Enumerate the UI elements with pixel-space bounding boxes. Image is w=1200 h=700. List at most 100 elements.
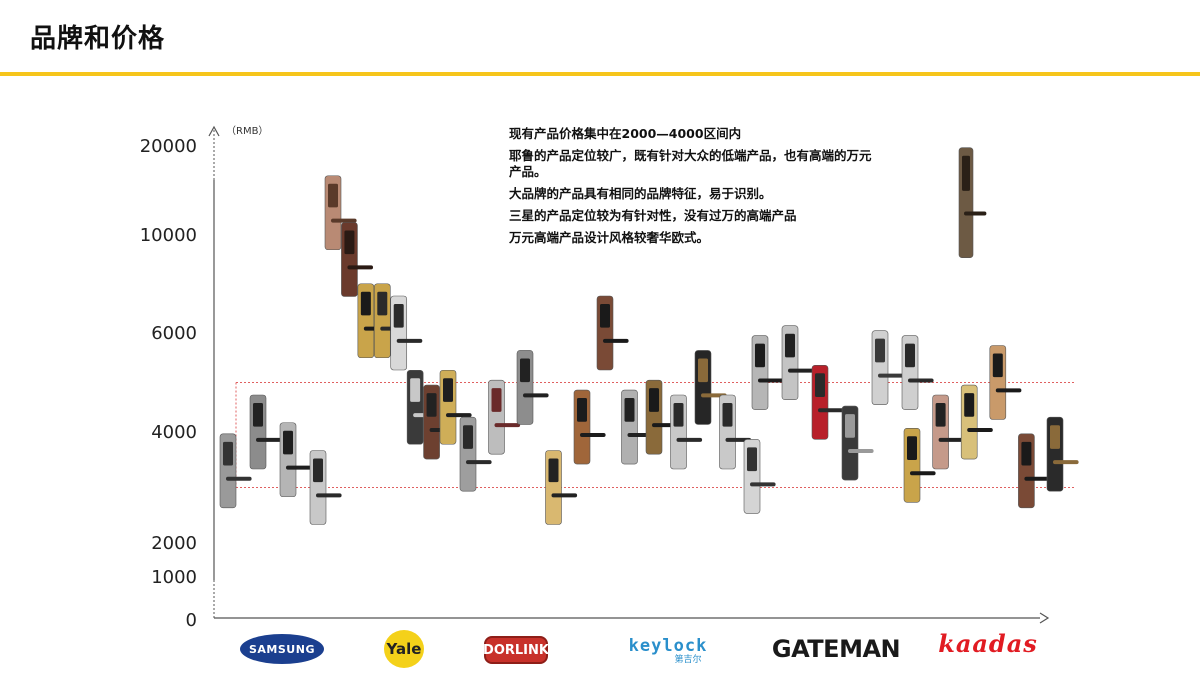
lock-handle [788, 368, 814, 373]
lock-keypad [491, 388, 502, 412]
y-tick-label: 0 [186, 610, 197, 631]
lock-handle [494, 423, 521, 428]
lock-handle [878, 373, 904, 378]
lock-keypad [1050, 425, 1060, 449]
y-tick-label: 2000 [151, 533, 197, 554]
product-lock-gateman [841, 405, 874, 481]
page-title: 品牌和价格 [30, 24, 166, 54]
keylock-logo: keylock 第吉尔 [612, 634, 724, 668]
note-4: 三星的产品定位较为有针对性，没有过万的高端产品 [509, 208, 797, 223]
dorlink-logo: DORLINK [483, 636, 549, 664]
product-lock-kaadas [960, 384, 993, 460]
lock-handle [758, 378, 784, 383]
lock-keypad [905, 343, 915, 368]
lock-handle [964, 211, 987, 216]
lock-keypad [283, 430, 293, 455]
lock-keypad [624, 398, 635, 422]
lock-keypad [755, 343, 765, 368]
lock-handle [316, 493, 342, 498]
product-lock-kaadas [932, 394, 965, 470]
lock-handle [446, 413, 472, 418]
lock-handle [523, 393, 549, 398]
lock-keypad [962, 155, 970, 191]
product-lock-kaadas [989, 345, 1022, 420]
lock-handle [1024, 476, 1050, 481]
lock-keypad [313, 458, 323, 483]
lock-keypad [673, 403, 684, 427]
lock-keypad [785, 333, 795, 358]
lock-keypad [443, 378, 453, 402]
lock-keypad [393, 304, 404, 328]
product-lock-yale [324, 175, 357, 251]
keylock-wordmark: keylock [628, 635, 708, 656]
lock-keypad [875, 338, 885, 363]
lock-handle [580, 432, 606, 437]
product-lock-kaadas [1046, 416, 1079, 492]
product-lock-samsung [249, 394, 282, 470]
y-tick-label: 1000 [151, 567, 197, 588]
x-axis-arrow [1039, 612, 1050, 624]
product-lock-kaadas [903, 427, 936, 503]
lock-keypad [520, 358, 530, 383]
lock-keypad [328, 183, 338, 208]
product-lock-gateman [781, 325, 814, 401]
lock-keypad [548, 458, 559, 483]
product-lock-yale [341, 222, 374, 297]
lock-handle [347, 265, 374, 270]
lock-handle [1053, 460, 1079, 465]
product-lock-samsung [309, 450, 342, 525]
samsung-logo: SAMSUNG [240, 634, 324, 664]
y-tick-label: 4000 [151, 422, 197, 443]
y-tick-label: 6000 [151, 323, 197, 344]
product-lock-kaadas [1018, 433, 1050, 509]
lock-handle [256, 437, 282, 442]
lock-keypad [698, 358, 708, 383]
product-lock-yale [439, 369, 472, 445]
product-lock-dorlink [488, 379, 521, 455]
featured-luxury-lock [958, 147, 987, 258]
lock-handle [396, 338, 423, 343]
product-lock-yale [406, 369, 439, 445]
product-lock-keylock [670, 394, 703, 470]
note-3: 大品牌的产品具有相同的品牌特征，易于识别。 [509, 186, 772, 201]
product-lock-samsung [219, 433, 252, 509]
product-lock-yale [373, 283, 406, 359]
lock-keypad [253, 403, 263, 427]
lock-keypad [223, 441, 233, 466]
product-lock-dorlink [459, 416, 492, 492]
lock-keypad [964, 393, 975, 417]
lock-handle [938, 437, 965, 442]
product-lock-gateman [751, 335, 784, 410]
keylock-cn-name: 第吉尔 [674, 654, 702, 665]
product-lock-samsung [279, 422, 312, 498]
product-lock-gateman [811, 364, 844, 440]
lock-keypad [747, 447, 757, 472]
lock-handle [603, 338, 629, 343]
notes-panel: 现有产品价格集中在2000—4000区间内 耶鲁的产品定位较广，既有针对大众的低… [509, 126, 879, 252]
y-tick-label: 20000 [140, 136, 197, 157]
product-lock-yale [390, 295, 423, 371]
y-tick-label: 10000 [140, 225, 197, 246]
note-1: 现有产品价格集中在2000—4000区间内 [509, 126, 742, 141]
product-lock-gateman [871, 330, 904, 405]
product-lock-dorlink [573, 389, 606, 465]
lock-keypad [344, 230, 355, 255]
lock-keypad [845, 414, 855, 438]
lock-handle [908, 378, 934, 383]
title-underline [0, 72, 1200, 76]
lock-keypad [935, 403, 946, 427]
lock-handle [750, 482, 776, 487]
product-lock-keylock [743, 439, 776, 514]
note-2: 耶鲁的产品定位较广，既有针对大众的低端产品，也有高端的万元产品。 [509, 148, 872, 179]
lock-handle [331, 218, 357, 223]
lock-keypad [992, 353, 1003, 378]
lock-keypad [577, 398, 587, 422]
lock-keypad [360, 291, 371, 316]
lock-handle [995, 388, 1022, 393]
lock-keypad [1021, 441, 1032, 466]
lock-keypad [907, 436, 917, 460]
lock-handle [967, 428, 993, 433]
lock-handle [848, 449, 874, 454]
yale-logo: Yale [384, 630, 424, 668]
